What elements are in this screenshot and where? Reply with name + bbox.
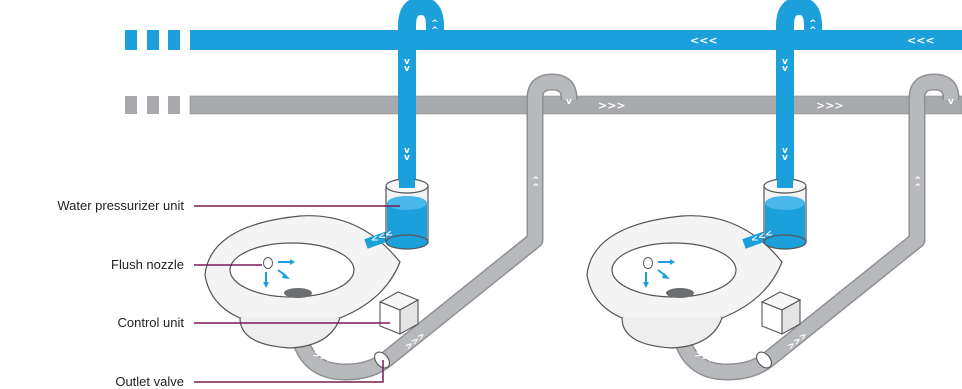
water-down-marker: v bbox=[404, 153, 410, 163]
water-main-pipe bbox=[125, 30, 962, 50]
leader-lines bbox=[194, 205, 400, 383]
sewage-flow-marker: >>> bbox=[816, 99, 844, 112]
sewage-branch-pipe-1 bbox=[291, 73, 578, 381]
toilet-bowl-icon bbox=[586, 215, 783, 349]
sewage-diag-marker: >>> bbox=[884, 281, 908, 303]
water-drop-pipe-2 bbox=[776, 0, 822, 188]
water-down-marker: v bbox=[782, 64, 788, 74]
water-drop-pipe-1 bbox=[398, 0, 444, 188]
outlet-valve-icon bbox=[374, 351, 390, 369]
control-box-icon bbox=[378, 291, 420, 335]
sewage-main-pipe bbox=[125, 95, 962, 115]
water-up-marker: ^ bbox=[431, 26, 439, 36]
sewage-up-marker: ^ bbox=[532, 183, 540, 193]
water-flow-marker: <<< bbox=[690, 34, 718, 47]
water-down-marker: v bbox=[404, 57, 410, 67]
sewage-diag-marker: >>> bbox=[502, 281, 526, 303]
water-up-marker: ^ bbox=[809, 19, 817, 29]
sewage-up-marker: ^ bbox=[532, 176, 540, 186]
label-outlet-valve: Outlet valve bbox=[115, 374, 184, 389]
water-up-marker: ^ bbox=[809, 26, 817, 36]
water-flow-marker: <<< bbox=[907, 34, 935, 47]
sewage-branch-pipe-2 bbox=[673, 73, 960, 381]
water-down-marker: v bbox=[782, 153, 788, 163]
sewage-flow-marker: >>> bbox=[598, 99, 626, 112]
sewage-up-marker: ^ bbox=[914, 176, 922, 186]
sewage-down-marker: v bbox=[566, 97, 572, 107]
sewage-up-marker: ^ bbox=[914, 183, 922, 193]
water-down-marker: v bbox=[782, 57, 788, 67]
label-control-unit: Control unit bbox=[118, 315, 185, 330]
sewage-down-marker: v bbox=[948, 97, 954, 107]
toilet-bowl-icon bbox=[204, 215, 401, 349]
pressurizer-tank-icon bbox=[742, 160, 807, 250]
label-water-pressurizer-unit: Water pressurizer unit bbox=[57, 198, 184, 213]
flush-nozzle-icon bbox=[643, 257, 675, 288]
water-down-marker: v bbox=[404, 64, 410, 74]
flush-nozzle-icon bbox=[263, 257, 295, 288]
water-down-marker: v bbox=[782, 146, 788, 156]
label-flush-nozzle: Flush nozzle bbox=[111, 257, 184, 272]
water-down-marker: v bbox=[404, 146, 410, 156]
leader-line-outlet bbox=[194, 360, 384, 383]
pressurizer-tank-icon bbox=[364, 160, 429, 250]
water-up-marker: ^ bbox=[431, 19, 439, 29]
control-box-icon bbox=[760, 291, 802, 335]
outlet-valve-icon bbox=[756, 351, 772, 369]
